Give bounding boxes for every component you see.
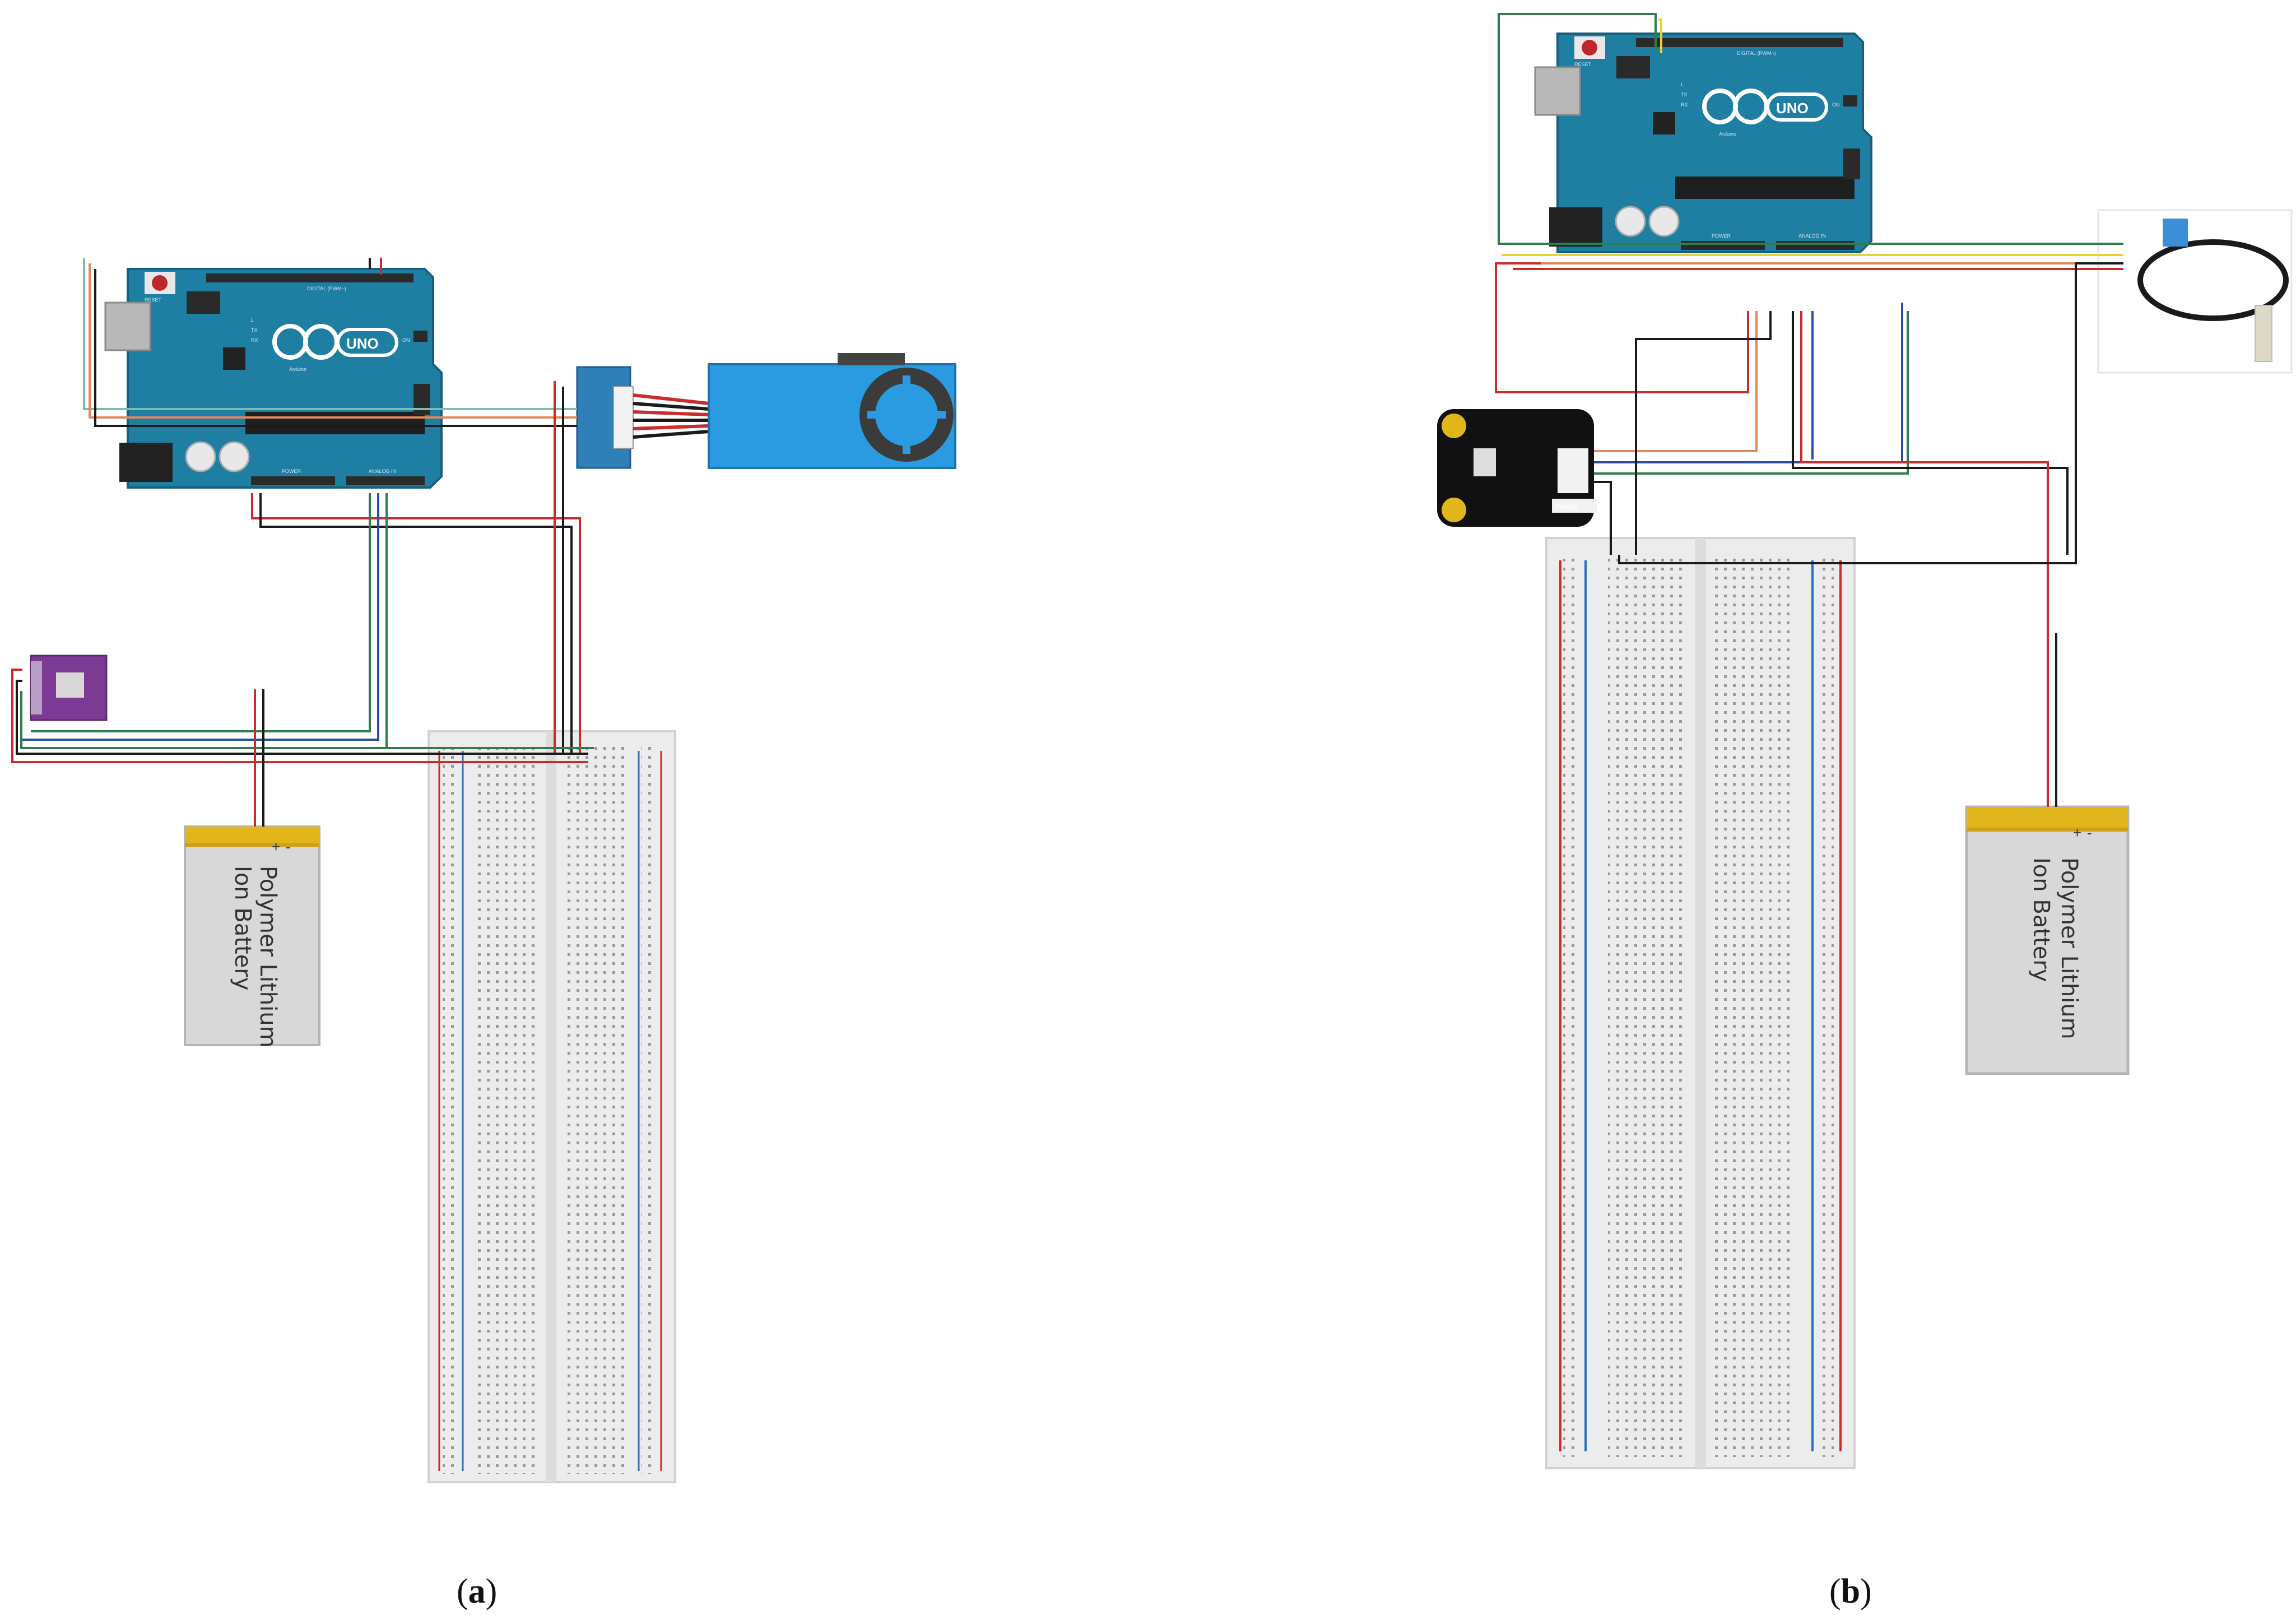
arduino-b-reset-label: RESET	[1574, 62, 1592, 67]
arduino-b-analog-label: ANALOG IN	[1798, 233, 1826, 239]
arduino-a-analog-label: ANALOG IN	[369, 468, 396, 474]
arduino-a-l-label: L	[251, 317, 254, 323]
arduino-a-digital-label: DIGITAL (PWM~)	[307, 286, 346, 291]
arduino-a-reset-label: RESET	[145, 297, 162, 303]
caption-b-letter: b	[1841, 1572, 1860, 1611]
arduino-a-tx-label: TX	[251, 327, 258, 333]
gravity-brand-label: Gravity	[1555, 503, 1578, 511]
caption-a: (a)	[457, 1572, 497, 1611]
arduino-a-on-label: ON	[402, 337, 410, 343]
lipo-battery-b: + - Polymer Lithium Ion Battery	[1967, 807, 2128, 1074]
arduino-a-rx-label: RX	[251, 337, 258, 343]
battery-a-plus-label: +	[272, 838, 280, 855]
lipo-battery-a: + - Polymer Lithium Ion Battery	[184, 825, 320, 1048]
wires-b	[1495, 13, 2123, 807]
battery-b-line1: Polymer Lithium	[2056, 857, 2082, 1039]
arduino-b-model-label: UNO	[1776, 100, 1809, 117]
wires-a	[11, 258, 594, 827]
arduino-b-on-label: ON	[1832, 102, 1840, 108]
breadboard-a	[427, 730, 676, 1483]
battery-b-plus-label: +	[2073, 824, 2081, 841]
arduino-a-model-label: UNO	[346, 335, 379, 352]
panel-a: UNO Arduino RESET TX RX L ON DIGITAL (PW…	[11, 258, 956, 1611]
arduino-b-digital-label: DIGITAL (PWM~)	[1737, 50, 1776, 56]
pm-sensor-adapter-board	[576, 366, 634, 469]
battery-a-line1: Polymer Lithium	[255, 866, 281, 1048]
battery-a-minus-label: -	[286, 838, 291, 855]
caption-b: (b)	[1829, 1572, 1872, 1611]
bme-sensor-module	[30, 655, 108, 721]
battery-b-line2: Ion Battery	[2028, 857, 2054, 982]
pm-sensor-ribbon-cable	[633, 393, 709, 439]
arduino-b-tx-label: TX	[1681, 92, 1688, 98]
caption-a-letter: a	[468, 1572, 486, 1611]
pm-dust-sensor	[708, 353, 956, 469]
gravity-sensor-module: Gravity	[1437, 409, 1597, 527]
arduino-b-brand-label: Arduino	[1719, 131, 1736, 137]
arduino-a-power-label: POWER	[282, 468, 301, 474]
arduino-b-rx-label: RX	[1681, 102, 1688, 108]
arduino-b-l-label: L	[1681, 82, 1684, 87]
panel-b: UNO Arduino RESET TX RX L ON DIGITAL (PW…	[1437, 13, 2293, 1611]
temperature-probe-sensor	[2097, 209, 2293, 374]
breadboard-b	[1545, 537, 1856, 1469]
arduino-a-brand-label: Arduino	[289, 366, 306, 372]
arduino-uno-board-a: UNO Arduino RESET TX RX L ON DIGITAL (PW…	[105, 269, 441, 488]
battery-a-line2: Ion Battery	[230, 866, 255, 990]
battery-b-minus-label: -	[2087, 824, 2092, 841]
arduino-uno-board-b: UNO Arduino RESET TX RX L ON DIGITAL (PW…	[1535, 34, 1871, 252]
arduino-b-power-label: POWER	[1712, 233, 1731, 239]
